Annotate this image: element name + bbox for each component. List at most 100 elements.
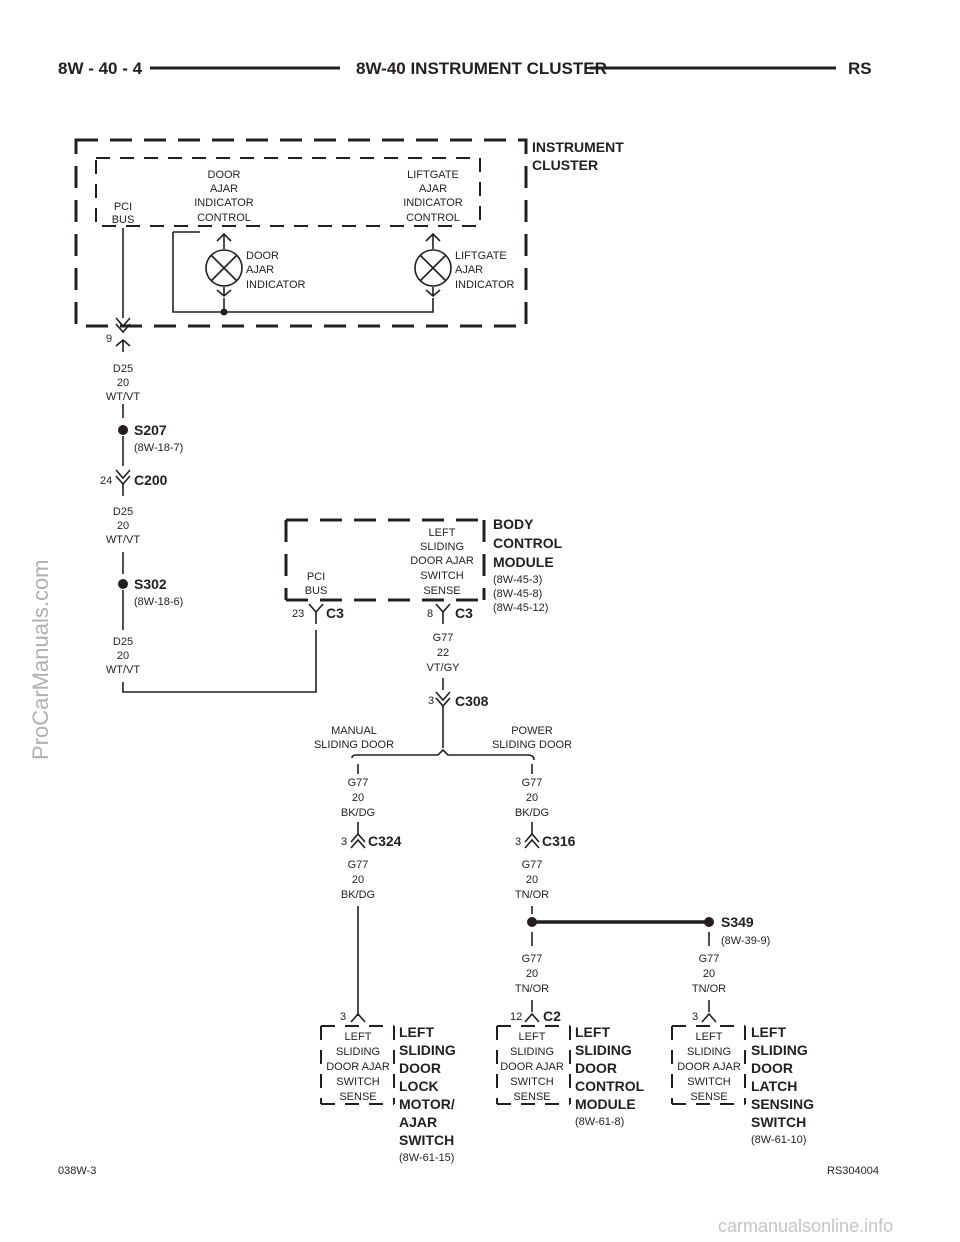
svg-text:G77: G77 — [522, 859, 543, 871]
splice-s207-ref: (8W-18-7) — [134, 442, 183, 454]
splice-s349: S349 — [721, 914, 754, 930]
svg-text:DOOR: DOOR — [575, 1060, 617, 1076]
svg-text:G77: G77 — [699, 953, 720, 965]
cluster-connector-pin-9: 9 — [106, 317, 131, 352]
latch-switch-connector-pin: 3 — [692, 1011, 717, 1023]
svg-text:CONTROL: CONTROL — [493, 535, 563, 551]
svg-text:LEFT: LEFT — [429, 527, 456, 539]
svg-text:INDICATOR: INDICATOR — [403, 197, 463, 209]
svg-text:AJAR: AJAR — [419, 183, 447, 195]
svg-text:WT/VT: WT/VT — [106, 664, 140, 676]
svg-text:9: 9 — [106, 333, 112, 345]
liftgate-ajar-indicator-label: LIFTGATE AJAR INDICATOR — [455, 250, 515, 291]
splice-s349-dot — [704, 917, 714, 927]
latch-switch-sense-label: LEFT SLIDING DOOR AJAR SWITCH SENSE — [677, 1031, 741, 1103]
svg-text:SENSE: SENSE — [423, 585, 460, 597]
svg-text:MODULE: MODULE — [575, 1096, 636, 1112]
svg-text:LEFT: LEFT — [696, 1031, 723, 1043]
svg-text:LEFT: LEFT — [519, 1031, 546, 1043]
svg-text:D25: D25 — [113, 363, 133, 375]
svg-text:DOOR: DOOR — [751, 1060, 793, 1076]
pci-bus-wire-to-bcm — [122, 630, 317, 693]
svg-text:(8W-45-3): (8W-45-3) — [493, 574, 542, 586]
connector-c324: C324 — [368, 833, 402, 849]
svg-text:20: 20 — [526, 874, 538, 886]
wire-g77-bkdg-label-1: G77 20 BK/DG — [341, 777, 375, 819]
svg-text:G77: G77 — [433, 632, 454, 644]
bcm-sense-label: LEFT SLIDING DOOR AJAR SWITCH SENSE — [410, 527, 474, 597]
connector-c308-symbol — [435, 691, 451, 708]
svg-text:SENSE: SENSE — [339, 1091, 376, 1103]
svg-text:SLIDING: SLIDING — [399, 1042, 456, 1058]
wire-g77-bkdg-label-3: G77 20 BK/DG — [515, 777, 549, 819]
svg-text:BK/DG: BK/DG — [341, 807, 375, 819]
sdcm-outline — [496, 1025, 571, 1105]
svg-text:LEFT: LEFT — [751, 1024, 786, 1040]
svg-text:20: 20 — [117, 650, 129, 662]
svg-text:BK/DG: BK/DG — [341, 889, 375, 901]
svg-text:INSTRUMENT: INSTRUMENT — [532, 139, 624, 155]
connector-c324-symbol — [350, 832, 366, 849]
wire-d25-label-2: D25 20 WT/VT — [106, 506, 140, 546]
svg-text:DOOR AJAR: DOOR AJAR — [326, 1061, 390, 1073]
svg-text:TN/OR: TN/OR — [515, 983, 549, 995]
svg-text:C2: C2 — [543, 1008, 561, 1024]
branch-wire — [351, 748, 535, 761]
bcm-connector-c3-pin-8: 8 C3 — [427, 603, 473, 624]
lock-motor-ajar-switch-label: LEFT SLIDING DOOR LOCK MOTOR/ AJAR SWITC… — [399, 1024, 456, 1164]
bcm-pci-bus-label: PCI BUS — [305, 571, 328, 597]
svg-text:SLIDING: SLIDING — [687, 1046, 731, 1058]
cluster-inner-outline — [95, 157, 481, 227]
svg-text:CONTROL: CONTROL — [406, 212, 460, 224]
svg-text:12: 12 — [510, 1011, 522, 1023]
svg-text:SLIDING: SLIDING — [336, 1046, 380, 1058]
svg-text:G77: G77 — [348, 777, 369, 789]
sdcm-connector-c2-pin-12: 12 C2 — [510, 1008, 561, 1024]
branch-power-label: POWER SLIDING DOOR — [492, 725, 572, 751]
svg-text:SENSING: SENSING — [751, 1096, 814, 1112]
svg-text:MOTOR/: MOTOR/ — [399, 1096, 455, 1112]
connector-c308: C308 — [455, 693, 489, 709]
bcm-label: BODY CONTROL MODULE (8W-45-3) (8W-45-8) … — [493, 516, 563, 614]
svg-text:LATCH: LATCH — [751, 1078, 797, 1094]
svg-text:WT/VT: WT/VT — [106, 534, 140, 546]
figure-id: 038W-3 — [58, 1165, 96, 1177]
page-number: 8W - 40 - 4 — [58, 59, 143, 78]
svg-text:(8W-61-8): (8W-61-8) — [575, 1116, 624, 1128]
svg-text:20: 20 — [352, 874, 364, 886]
svg-text:DOOR AJAR: DOOR AJAR — [677, 1061, 741, 1073]
connector-c316-pin: 3 — [515, 836, 521, 848]
cluster-ground-wire — [172, 232, 434, 313]
svg-text:C3: C3 — [326, 605, 344, 621]
svg-text:20: 20 — [526, 968, 538, 980]
splice-s207-dot — [118, 425, 128, 435]
svg-text:SWITCH: SWITCH — [751, 1114, 806, 1130]
svg-text:G77: G77 — [522, 953, 543, 965]
liftgate-ajar-control-label: LIFTGATE AJAR INDICATOR CONTROL — [403, 169, 463, 224]
svg-text:DOOR: DOOR — [246, 250, 279, 262]
svg-text:22: 22 — [437, 647, 449, 659]
svg-text:SWITCH: SWITCH — [399, 1132, 454, 1148]
connector-c308-pin: 3 — [428, 695, 434, 707]
svg-text:INDICATOR: INDICATOR — [455, 279, 515, 291]
svg-text:20: 20 — [117, 520, 129, 532]
svg-text:TN/OR: TN/OR — [692, 983, 726, 995]
svg-text:20: 20 — [352, 792, 364, 804]
svg-text:MODULE: MODULE — [493, 554, 554, 570]
svg-text:3: 3 — [692, 1011, 698, 1023]
svg-text:AJAR: AJAR — [210, 183, 238, 195]
side-watermark: ProCarManuals.com — [28, 559, 53, 760]
model-code: RS — [848, 59, 872, 78]
lock-motor-connector-pin: 3 — [340, 1011, 366, 1023]
latch-sensing-switch-label: LEFT SLIDING DOOR LATCH SENSING SWITCH (… — [751, 1024, 814, 1146]
svg-text:(8W-45-8): (8W-45-8) — [493, 588, 542, 600]
svg-text:CONTROL: CONTROL — [575, 1078, 645, 1094]
connector-c200-pin: 24 — [100, 475, 112, 487]
svg-text:DOOR AJAR: DOOR AJAR — [410, 555, 474, 567]
svg-text:SENSE: SENSE — [513, 1091, 550, 1103]
wire-g77-vtgy-label: G77 22 VT/GY — [426, 632, 460, 674]
wire-d25-label-3: D25 20 WT/VT — [106, 636, 140, 676]
svg-text:MANUAL: MANUAL — [331, 725, 377, 737]
connector-c324-pin: 3 — [341, 836, 347, 848]
